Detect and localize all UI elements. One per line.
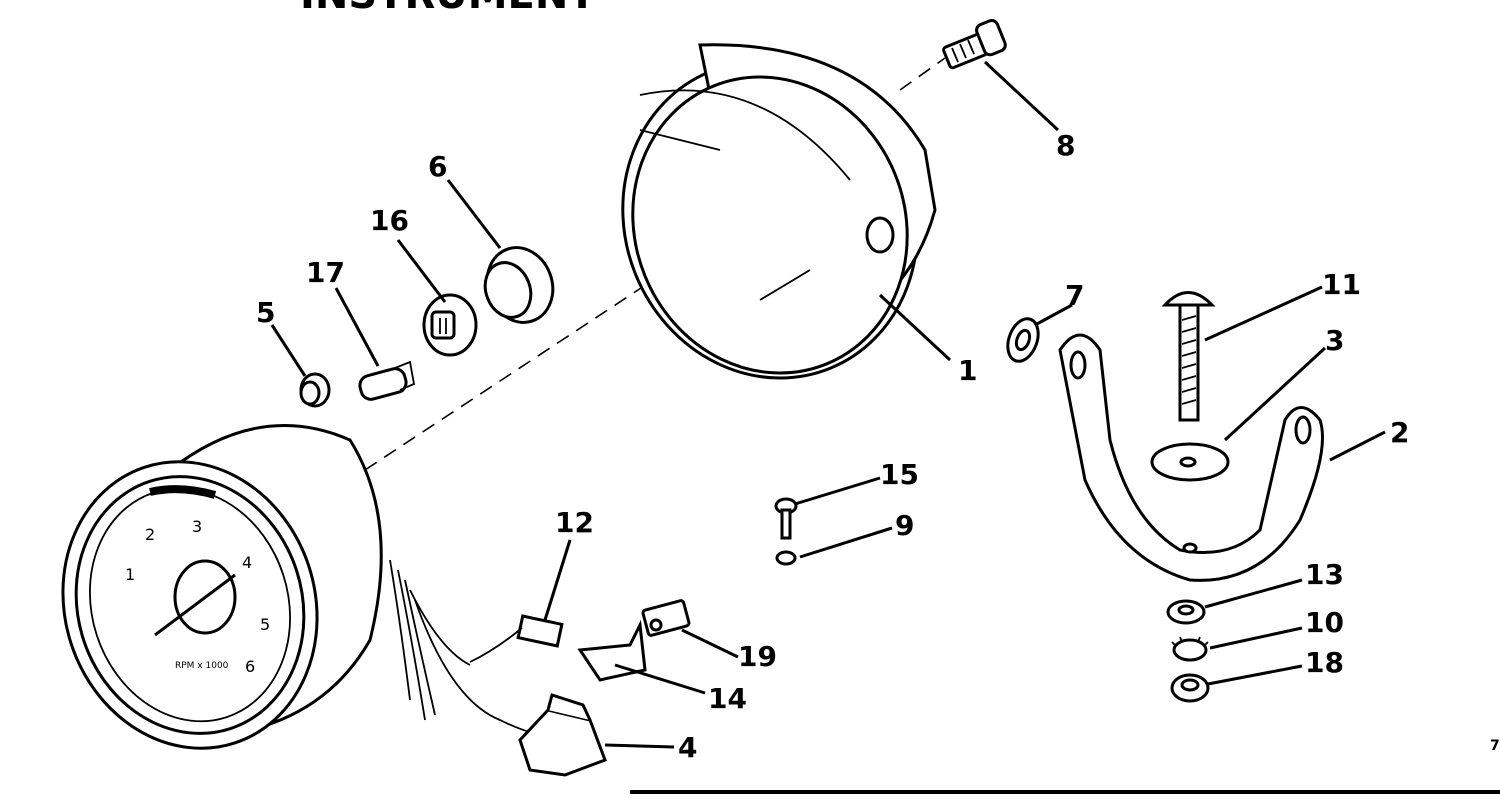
part-screw-8 <box>942 18 1007 70</box>
leader-5 <box>270 324 307 377</box>
part-clip-14 <box>577 619 647 682</box>
callout-2: 2 <box>1390 416 1409 449</box>
part-nut-18 <box>1170 673 1210 703</box>
dial-number-3: 3 <box>192 517 202 536</box>
dial-number-4: 4 <box>242 553 252 572</box>
leader-11 <box>1204 285 1323 342</box>
leader-10 <box>1209 626 1303 650</box>
part-washer-7 <box>1006 317 1040 363</box>
part-bracket-2 <box>1058 333 1324 582</box>
callout-6: 6 <box>428 150 447 183</box>
callout-5: 5 <box>256 296 275 329</box>
leader-18 <box>1207 664 1303 686</box>
callout-11: 11 <box>1322 268 1361 301</box>
dial-face-text: RPM x 1000 <box>175 661 229 671</box>
part-socket-16 <box>422 293 478 357</box>
part-lockwasher-10 <box>1171 636 1209 662</box>
callout-1: 1 <box>958 354 977 387</box>
callout-17: 17 <box>306 256 345 289</box>
leader-16 <box>396 239 447 303</box>
leader-4 <box>604 743 675 749</box>
part-bulb-17 <box>358 360 416 401</box>
leader-15 <box>794 476 881 506</box>
leader-9 <box>799 526 893 559</box>
callout-13: 13 <box>1305 558 1344 591</box>
assembly-line-screw <box>899 57 946 91</box>
part-housing <box>621 43 937 380</box>
corner-mark: 7 <box>1490 738 1500 754</box>
callout-15: 15 <box>880 458 919 491</box>
part-washer-13 <box>1166 599 1206 625</box>
part-clamp-4 <box>518 693 607 777</box>
dial-number-5: 5 <box>260 615 270 634</box>
callout-14: 14 <box>708 682 747 715</box>
callout-10: 10 <box>1305 606 1344 639</box>
leader-2 <box>1329 430 1386 462</box>
leader-7 <box>1034 303 1073 327</box>
callout-7: 7 <box>1065 279 1084 312</box>
part-grommet-6 <box>483 246 555 324</box>
leader-17 <box>334 287 380 367</box>
dial-number-1: 1 <box>125 565 135 584</box>
callout-19: 19 <box>738 640 777 673</box>
part-cap-5 <box>299 372 331 408</box>
part-terminal-19 <box>641 599 691 637</box>
dial-number-2: 2 <box>145 525 155 544</box>
leader-3 <box>1223 346 1327 442</box>
part-connector-12 <box>469 614 564 663</box>
callout-numbers: 1 2 3 4 5 6 7 8 9 10 11 12 13 14 15 16 1… <box>256 129 1409 764</box>
leader-1 <box>878 293 952 362</box>
callout-9: 9 <box>895 509 914 542</box>
part-washer-9 <box>775 550 797 566</box>
callout-3: 3 <box>1325 324 1344 357</box>
part-screw-15 <box>774 497 798 540</box>
callout-12: 12 <box>555 506 594 539</box>
leader-8 <box>983 60 1060 132</box>
callout-18: 18 <box>1305 646 1344 679</box>
leader-6 <box>446 179 502 249</box>
part-tachometer-gauge: 1 2 3 4 5 6 RPM x 1000 <box>61 424 541 750</box>
callout-4: 4 <box>678 731 697 764</box>
leader-19 <box>681 628 739 659</box>
part-bolt-11 <box>1161 291 1216 422</box>
callout-16: 16 <box>370 204 409 237</box>
dial-number-6: 6 <box>245 657 255 676</box>
callout-8: 8 <box>1056 129 1075 162</box>
leader-14 <box>614 663 706 695</box>
header-title: INSTRUMENT <box>300 0 596 18</box>
part-washer-3 <box>1150 442 1230 482</box>
leader-13 <box>1204 578 1303 609</box>
leader-lines <box>270 60 1386 749</box>
leader-12 <box>543 539 572 621</box>
